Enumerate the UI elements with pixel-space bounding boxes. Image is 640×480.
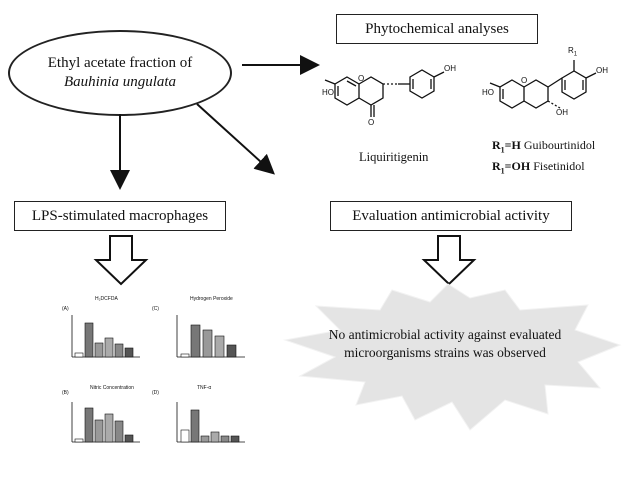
block-arrow-left: [93, 235, 149, 286]
guibourtinidol-row: R1=H Guibourtinidol: [492, 138, 595, 154]
fisetinidol-label: Fisetinidol: [533, 159, 585, 173]
guib-r-sub: 1: [500, 145, 505, 155]
antimicrobial-box: Evaluation antimicrobial activity: [330, 201, 572, 231]
result-starburst: [283, 283, 622, 431]
liq-ketone-o-label: O: [368, 118, 375, 127]
mini-charts: [71, 315, 245, 443]
block-arrow-right: [421, 235, 477, 286]
fis-r-sub: 1: [500, 166, 505, 176]
liq-oh-label: OH: [444, 64, 456, 73]
mini-chart-d: [176, 402, 245, 443]
mini-chart-c: [176, 315, 245, 358]
fis-r-label: R: [492, 159, 501, 173]
fla-r1-label: R1: [568, 46, 578, 58]
panel-b-title: Nitric Concentration: [90, 385, 134, 391]
fis-code: =OH: [504, 159, 531, 173]
guibourtinidol-label: Guibourtinidol: [523, 138, 596, 152]
panel-d-letter: (D): [152, 390, 159, 396]
panel-c-title: Hydrogen Peroxide: [190, 296, 233, 302]
guib-code: =H: [504, 138, 521, 152]
liq-ho-label: HO: [322, 88, 334, 97]
fla-ring-o-label: O: [521, 76, 528, 85]
panel-c-letter: (C): [152, 306, 159, 312]
lps-box: LPS-stimulated macrophages: [14, 201, 226, 231]
phytochemical-label: Phytochemical analyses: [365, 20, 509, 37]
fla-oh3-label: OH: [556, 108, 568, 117]
mini-chart-b: [71, 402, 140, 443]
fla-oh4-label: OH: [596, 66, 608, 75]
source-line1: Ethyl acetate fraction of: [47, 55, 193, 72]
panel-d-title: TNF-α: [197, 385, 212, 391]
panel-b-letter: (B): [62, 390, 69, 396]
flavan-structure: [489, 60, 597, 109]
mini-chart-a: [71, 315, 140, 358]
fla-ho-label: HO: [482, 88, 494, 97]
guib-r-label: R: [492, 138, 501, 152]
liquiritigenin-structure: [324, 69, 445, 117]
phytochemical-box: Phytochemical analyses: [336, 14, 538, 44]
source-line2: Bauhinia ungulata: [63, 74, 177, 90]
panel-a-letter: (A): [62, 306, 69, 312]
liquiritigenin-label: Liquiritigenin: [359, 150, 429, 164]
fisetinidol-row: R1=OH Fisetinidol: [492, 159, 585, 175]
liq-ring-o-label: O: [358, 74, 365, 83]
panel-a-title: H₂DCFDA: [95, 296, 118, 302]
antimicrobial-label: Evaluation antimicrobial activity: [352, 207, 550, 224]
lps-label: LPS-stimulated macrophages: [31, 207, 209, 224]
result-text: No antimicrobial activity against evalua…: [328, 327, 562, 361]
arrow-to-antimicrobial: [196, 103, 275, 175]
